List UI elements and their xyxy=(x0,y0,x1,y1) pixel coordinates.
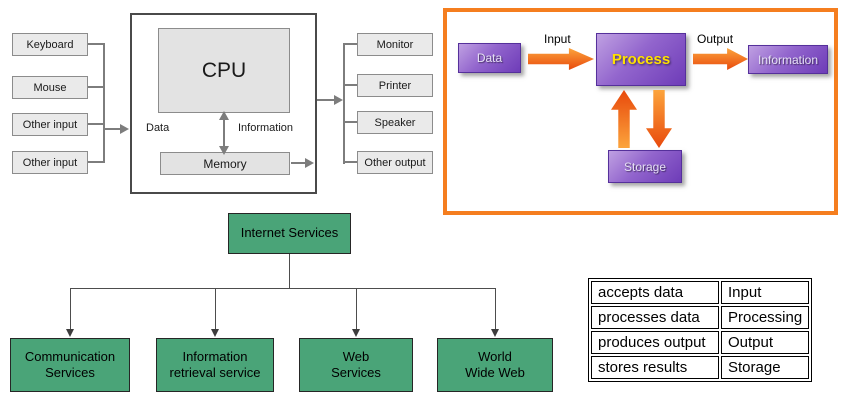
tree-line xyxy=(215,288,216,330)
cpu-box: CPU xyxy=(158,28,290,113)
function-term-table: accepts data Input processes data Proces… xyxy=(588,278,813,382)
process-diagram-frame: Data Input Process Output Information St… xyxy=(443,8,838,215)
memory-out-line xyxy=(291,162,307,164)
term-cell: Output xyxy=(721,331,810,354)
storage-down-arrow-icon xyxy=(646,90,672,148)
arrowhead-down-icon xyxy=(352,329,360,337)
function-cell: accepts data xyxy=(591,281,719,304)
tree-child-box: World Wide Web xyxy=(437,338,553,392)
data-box: Data xyxy=(458,43,521,73)
system-unit-box xyxy=(130,13,317,194)
input-label: Input xyxy=(544,32,571,46)
input-device-box: Other input xyxy=(12,151,88,174)
output-device-box: Printer xyxy=(357,74,433,97)
connector-line xyxy=(345,84,357,86)
process-box: Process xyxy=(596,33,686,86)
input-device-box: Mouse xyxy=(12,76,88,99)
input-arrow-icon xyxy=(528,48,594,70)
memory-box: Memory xyxy=(160,152,290,175)
cpu-memory-line xyxy=(223,119,225,147)
tree-line xyxy=(356,288,357,330)
connector-line xyxy=(345,121,357,123)
tree-root-box: Internet Services xyxy=(228,213,351,254)
arrowhead-down-icon xyxy=(211,329,219,337)
storage-up-arrow-icon xyxy=(611,90,637,148)
arrowhead-right-icon xyxy=(120,124,129,134)
data-label: Data xyxy=(146,122,170,134)
information-label: Information xyxy=(238,122,294,134)
table-row: stores results Storage xyxy=(591,356,810,379)
arrowhead-right-icon xyxy=(334,95,343,105)
output-device-box: Speaker xyxy=(357,111,433,134)
table-row: produces output Output xyxy=(591,331,810,354)
connector-line xyxy=(88,43,104,45)
term-cell: Storage xyxy=(721,356,810,379)
tree-child-box: Information retrieval service xyxy=(156,338,274,392)
connector-line xyxy=(88,161,104,163)
arrowhead-down-icon xyxy=(491,329,499,337)
system-out-line xyxy=(317,99,337,101)
function-cell: produces output xyxy=(591,331,719,354)
term-cell: Input xyxy=(721,281,810,304)
input-device-box: Other input xyxy=(12,113,88,136)
output-arrow-icon xyxy=(693,48,748,70)
function-cell: processes data xyxy=(591,306,719,329)
arrowhead-down-icon xyxy=(66,329,74,337)
output-device-box: Monitor xyxy=(357,33,433,56)
input-bus-line xyxy=(103,43,105,163)
connector-line xyxy=(345,161,357,163)
tree-line xyxy=(495,288,496,330)
connector-line xyxy=(103,128,121,130)
table-row: processes data Processing xyxy=(591,306,810,329)
tree-line xyxy=(70,288,496,289)
connector-line xyxy=(88,86,104,88)
arrowhead-down-icon xyxy=(219,146,229,155)
tree-child-box: Communication Services xyxy=(10,338,130,392)
table-row: accepts data Input xyxy=(591,281,810,304)
output-label: Output xyxy=(697,32,734,46)
output-bus-line xyxy=(343,43,345,164)
tree-line xyxy=(70,288,71,330)
connector-line xyxy=(88,123,104,125)
connector-line xyxy=(345,43,357,45)
tree-line xyxy=(289,254,290,288)
storage-box: Storage xyxy=(608,150,682,183)
information-box: Information xyxy=(748,45,828,74)
arrowhead-up-icon xyxy=(219,111,229,120)
output-device-box: Other output xyxy=(357,151,433,174)
arrowhead-right-icon xyxy=(305,158,314,168)
input-device-box: Keyboard xyxy=(12,33,88,56)
function-cell: stores results xyxy=(591,356,719,379)
tree-child-box: Web Services xyxy=(299,338,413,392)
term-cell: Processing xyxy=(721,306,810,329)
